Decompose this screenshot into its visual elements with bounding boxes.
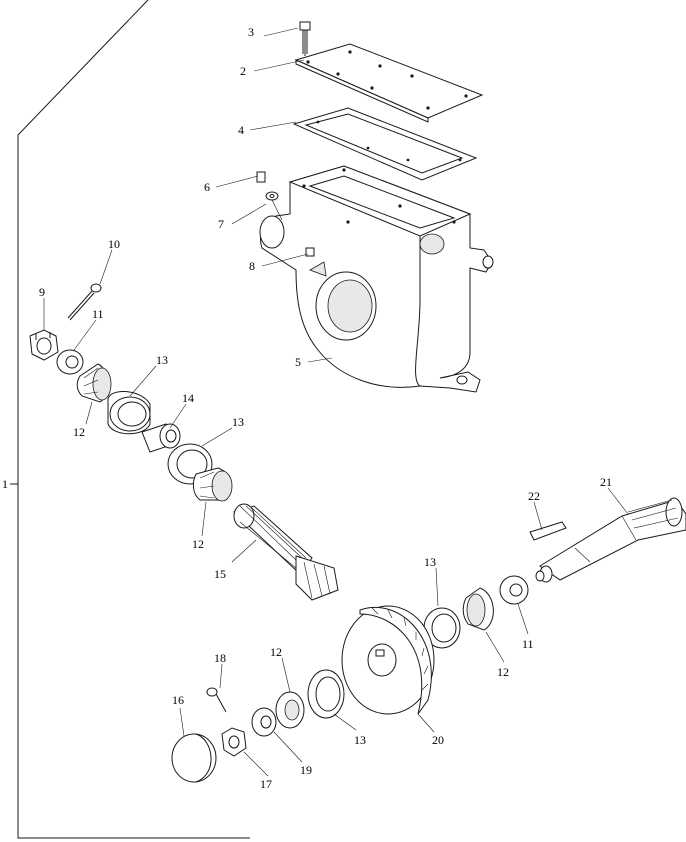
part-bearing-cone-upper xyxy=(76,363,112,403)
part-output-shaft xyxy=(535,497,686,583)
part-gasket xyxy=(292,107,478,181)
callout-11-upper: 11 xyxy=(92,307,104,321)
callout-labels: 1 2 3 4 5 6 7 8 9 10 11 12 13 14 13 12 1… xyxy=(2,25,612,791)
callout-6: 6 xyxy=(204,180,210,194)
part-pinion-shaft xyxy=(233,503,339,601)
part-bevel-gear xyxy=(341,605,435,715)
part-bearing-cone-right xyxy=(462,587,494,631)
part-bolt xyxy=(299,21,311,56)
callout-7: 7 xyxy=(218,217,224,231)
part-bearing-cup-upper xyxy=(107,391,151,435)
callout-12-pinion: 12 xyxy=(192,537,204,551)
callout-4: 4 xyxy=(238,123,244,137)
part-castle-nut-upper xyxy=(29,329,59,361)
part-bearing-cup-bottom xyxy=(307,669,345,719)
callout-13-right: 13 xyxy=(424,555,436,569)
callout-9: 9 xyxy=(39,285,45,299)
part-gearbox-housing xyxy=(259,165,494,393)
leader-lines xyxy=(43,27,629,777)
callout-1: 1 xyxy=(2,477,8,491)
callout-17: 17 xyxy=(260,777,272,791)
callout-5: 5 xyxy=(295,355,301,369)
part-key xyxy=(529,521,567,541)
part-bearing-cone-pinion xyxy=(192,467,233,502)
callout-14: 14 xyxy=(182,391,194,405)
callout-18: 18 xyxy=(214,651,226,665)
part-castle-nut-lower xyxy=(221,727,247,757)
callout-21: 21 xyxy=(600,475,612,489)
callout-10: 10 xyxy=(108,237,120,251)
assembly-bracket xyxy=(10,0,250,839)
callout-22: 22 xyxy=(528,489,540,503)
part-bearing-cone-bottom xyxy=(275,691,305,729)
callout-15: 15 xyxy=(214,567,226,581)
callout-8: 8 xyxy=(249,259,255,273)
callout-12-upper: 12 xyxy=(73,425,85,439)
part-washer-bottom xyxy=(251,707,277,737)
callout-19: 19 xyxy=(300,763,312,777)
callout-11-lower: 11 xyxy=(522,637,534,651)
part-cotter-pin-lower xyxy=(206,687,227,713)
part-plug-and-washer xyxy=(256,171,315,257)
callout-12-bottom: 12 xyxy=(270,645,282,659)
callout-12-right: 12 xyxy=(497,665,509,679)
callout-13-second: 13 xyxy=(232,415,244,429)
callout-13-bottom: 13 xyxy=(354,733,366,747)
callout-2: 2 xyxy=(240,64,246,78)
callout-20: 20 xyxy=(432,733,444,747)
part-washer-upper xyxy=(56,349,84,375)
callout-13-upper: 13 xyxy=(156,353,168,367)
part-cotter-pin-upper xyxy=(67,283,102,321)
part-cap xyxy=(171,733,217,783)
callout-16: 16 xyxy=(172,693,184,707)
part-spacer xyxy=(141,423,181,453)
part-cover-plate xyxy=(294,43,484,123)
part-washer-lower xyxy=(499,575,529,605)
callout-3: 3 xyxy=(248,25,254,39)
